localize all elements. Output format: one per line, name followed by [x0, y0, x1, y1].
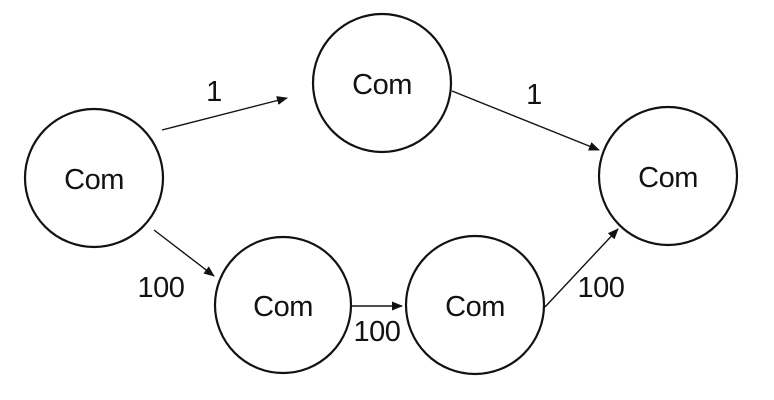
- node-circle-bottom-right: [404, 234, 546, 376]
- node-circle-bottom-left: [213, 235, 353, 375]
- edge-left-to-bottom-left-arrow: [153, 229, 215, 277]
- edge-left-to-top-label: 1: [206, 76, 222, 108]
- edge-bottom-right-to-right-label: 100: [578, 272, 625, 304]
- node-circle-left: [23, 107, 165, 249]
- edge-top-to-right-label: 1: [526, 79, 542, 111]
- node-right-label: Com: [638, 162, 698, 194]
- node-top-label: Com: [352, 69, 412, 101]
- edge-bottom-right-to-right-arrow: [544, 228, 619, 308]
- edge-left-to-top-arrow: [161, 96, 288, 131]
- edge-bottom-left-to-bottom-right-label: 100: [354, 316, 401, 348]
- node-bottom-left-label: Com: [253, 291, 313, 323]
- node-circle-right: [597, 105, 739, 247]
- edge-left-to-bottom-left-label: 100: [138, 272, 185, 304]
- edge-top-to-right-arrow: [451, 90, 600, 151]
- node-circle-top: [311, 12, 453, 154]
- node-bottom-right-label: Com: [445, 291, 505, 323]
- node-left-label: Com: [64, 164, 124, 196]
